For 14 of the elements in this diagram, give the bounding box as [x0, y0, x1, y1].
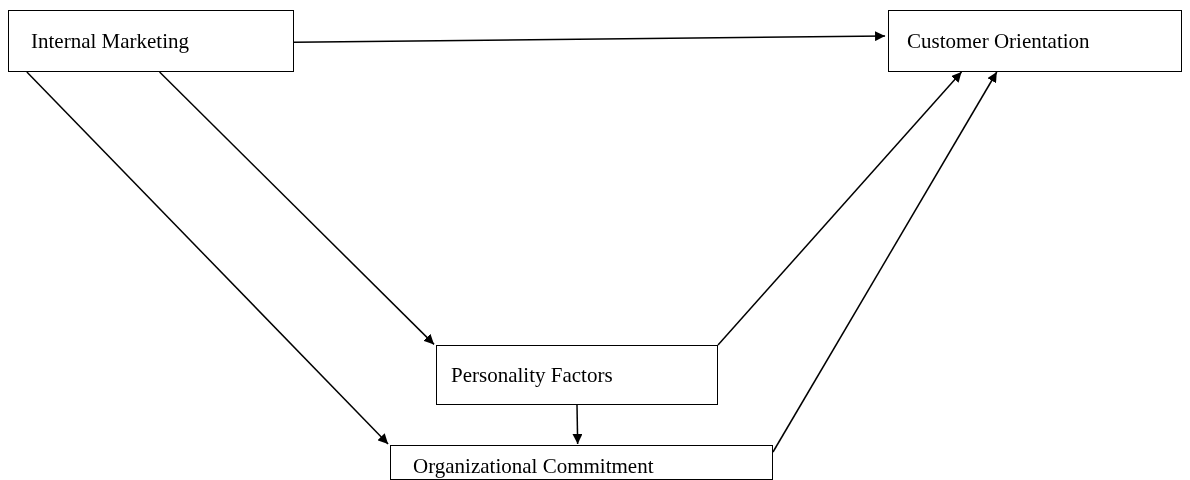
box-label: Organizational Commitment: [413, 454, 654, 479]
box-label: Personality Factors: [451, 362, 613, 388]
process-box: [888, 10, 1182, 72]
process-box: [8, 10, 294, 72]
arrow: [572, 404, 583, 445]
process-box: [436, 345, 718, 405]
process-box: [390, 445, 773, 480]
box-label: Customer Orientation: [907, 28, 1090, 54]
arrow: [772, 71, 998, 453]
arrow: [158, 71, 435, 346]
arrow: [293, 31, 886, 43]
arrow: [717, 71, 963, 346]
box-label: Internal Marketing: [31, 28, 190, 54]
arrow: [26, 71, 389, 445]
